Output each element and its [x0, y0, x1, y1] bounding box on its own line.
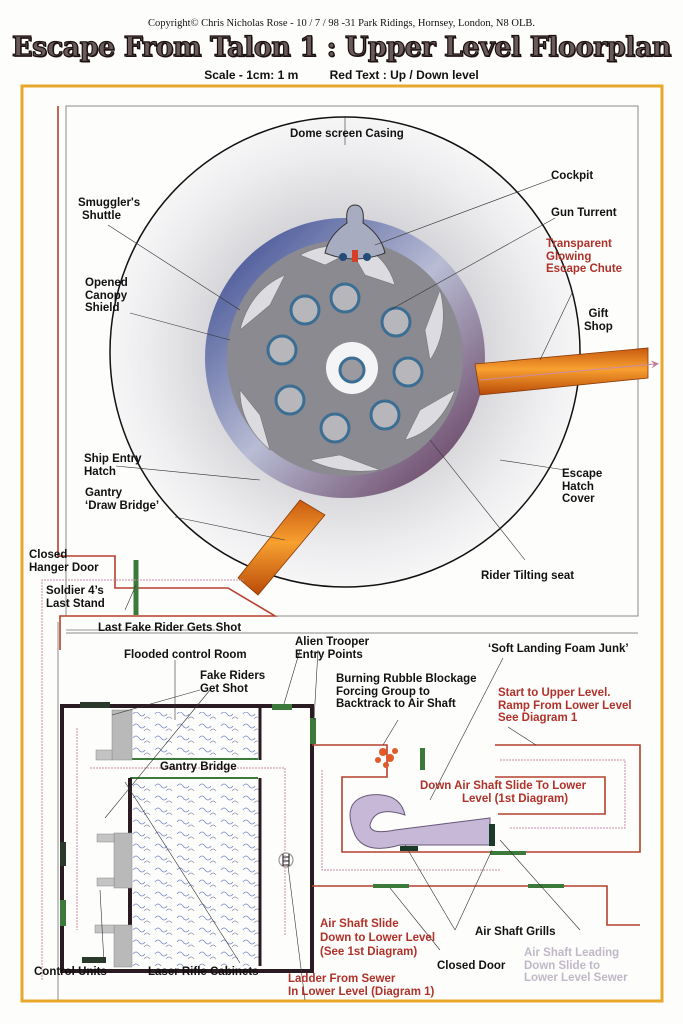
control-units — [94, 749, 115, 934]
label-gantry-bridge: Gantry Bridge — [160, 761, 237, 773]
water-upper — [132, 712, 258, 760]
alien-trooper-door-2 — [310, 718, 316, 744]
air-shaft-slide — [349, 794, 491, 849]
label-laser-cabinets: Laser Rifle Cabinets — [148, 966, 259, 978]
label-flooded-room: Flooded control Room — [124, 649, 247, 661]
ladder-icon — [278, 852, 294, 868]
center-seat — [338, 356, 366, 384]
page-title: Escape From Talon 1 : Upper Level Floorp… — [11, 31, 672, 63]
left-corridor-wall — [57, 106, 278, 650]
label-soft-landing: ‘Soft Landing Foam Junk’ — [488, 643, 629, 655]
label-last-fake: Last Fake Rider Gets Shot — [98, 622, 242, 634]
copyright-notice: Copyright© Chris Nicholas Rose - 10 / 7 … — [147, 18, 536, 29]
label-air-shaft-grills: Air Shaft Grills — [475, 926, 556, 938]
label-gantry-draw: Gantry‘Draw Bridge’ — [85, 487, 160, 512]
rider-seats — [266, 282, 424, 444]
label-cockpit: Cockpit — [551, 170, 594, 182]
air-shaft-grill-2 — [489, 824, 495, 846]
label-start-upper: Start to Upper Level.Ramp From Lower Lev… — [498, 687, 632, 724]
gantry-draw-bridge — [237, 499, 326, 596]
label-rider-seat: Rider Tilting seat — [481, 570, 575, 582]
canopy-shields — [239, 239, 456, 472]
cockpit — [352, 250, 358, 262]
gun-turrent — [339, 253, 347, 261]
air-shaft-grill-1 — [400, 846, 418, 851]
water-lower — [132, 780, 260, 966]
laser-rifle-cabinets — [111, 709, 133, 968]
legend-text: Red Text : Up / Down level — [329, 68, 479, 82]
closed-door — [373, 884, 409, 888]
scale-text: Scale - 1cm: 1 m — [204, 68, 299, 82]
route-path-upper — [41, 579, 245, 980]
gun-turrent-2 — [363, 253, 371, 261]
label-control-units: Control Units — [34, 966, 107, 978]
label-dome-casing: Dome screen Casing — [290, 128, 404, 140]
burning-rubble — [375, 748, 398, 768]
subtitle: Scale - 1cm: 1 m Red Text : Up / Down le… — [0, 68, 683, 82]
label-closed-door: Closed Door — [437, 960, 506, 972]
label-gun-turrent: Gun Turrent — [551, 207, 617, 219]
escape-chute — [474, 347, 649, 396]
alien-trooper-door-1 — [272, 704, 292, 710]
outer-border — [20, 84, 664, 1003]
flooded-control-room — [60, 704, 314, 973]
